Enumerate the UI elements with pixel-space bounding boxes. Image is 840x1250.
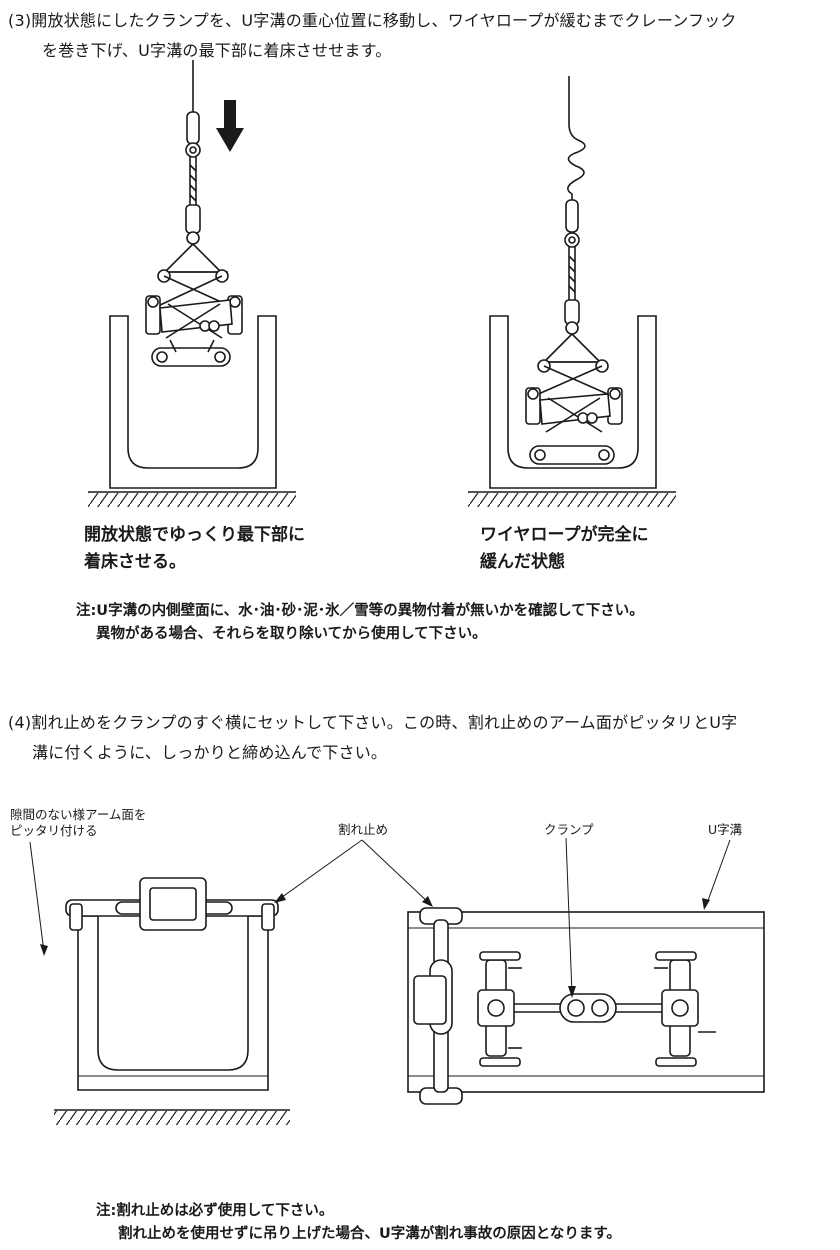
left-caption-line2: 着床させる。	[84, 552, 186, 572]
right-caption-line1: ワイヤロープが完全に	[480, 525, 649, 545]
u-channel-label: U字溝	[708, 822, 743, 837]
figure-top-view	[274, 837, 765, 1105]
step4-line2: 溝に付くように、しっかりと締め込んで下さい。	[32, 743, 388, 762]
gap-label-line2: ピッタリ付ける	[10, 823, 98, 838]
figure-seated-clamp	[468, 76, 676, 507]
note1-line1: 注:U字溝の内側壁面に、水･油･砂･泥･氷／雪等の異物付着が無いかを確認して下さ…	[76, 603, 644, 619]
stopper-label: 割れ止め	[338, 822, 389, 837]
step4-instruction: (4)割れ止めをクランプのすぐ横にセットして下さい。この時、割れ止めのアーム面が…	[8, 708, 737, 768]
step4-line1: (4)割れ止めをクランプのすぐ横にセットして下さい。この時、割れ止めのアーム面が…	[8, 713, 738, 732]
note-foreign-matter: 注:U字溝の内側壁面に、水･油･砂･泥･氷／雪等の異物付着が無いかを確認して下さ…	[76, 600, 644, 646]
note2-line2: 割れ止めを使用せずに吊り上げた場合、U字溝が割れ事故の原因となります。	[118, 1226, 621, 1242]
clamp-top-view	[477, 951, 716, 1067]
step3-instruction: (3)開放状態にしたクランプを、U字溝の重心位置に移動し、ワイヤロープが緩むまで…	[8, 6, 737, 66]
step3-line2: を巻き下げ、U字溝の最下部に着床させせます。	[42, 41, 392, 60]
clamp-label: クランプ	[544, 822, 594, 837]
figure-lowering-clamp	[88, 60, 296, 507]
down-arrow-icon	[216, 100, 244, 152]
clamp-open-left	[145, 242, 243, 367]
gap-label-line1: 隙間のない様アーム面を	[10, 807, 147, 822]
stopper-top-view	[413, 907, 463, 1105]
u-channel-left	[109, 315, 277, 489]
note2-line1: 注:割れ止めは必ず使用して下さい。	[96, 1203, 334, 1219]
note-must-use-stopper: 注:割れ止めは必ず使用して下さい。 割れ止めを使用せずに吊り上げた場合、U字溝が…	[96, 1200, 621, 1246]
left-figure-caption: 開放状態でゆっくり最下部に 着床させる。	[84, 522, 305, 576]
note1-line2: 異物がある場合、それらを取り除いてから使用して下さい。	[96, 626, 487, 642]
right-caption-line2: 緩んだ状態	[480, 552, 565, 572]
left-caption-line1: 開放状態でゆっくり最下部に	[84, 525, 305, 545]
u-channel-right	[489, 315, 657, 489]
figure-stopper-front	[29, 841, 290, 1125]
gap-label: 隙間のない様アーム面を ピッタリ付ける	[10, 807, 146, 839]
right-figure-caption: ワイヤロープが完全に 緩んだ状態	[480, 522, 648, 576]
clamp-seated-right	[525, 332, 623, 465]
step3-line1: (3)開放状態にしたクランプを、U字溝の重心位置に移動し、ワイヤロープが緩むまで…	[8, 11, 737, 30]
